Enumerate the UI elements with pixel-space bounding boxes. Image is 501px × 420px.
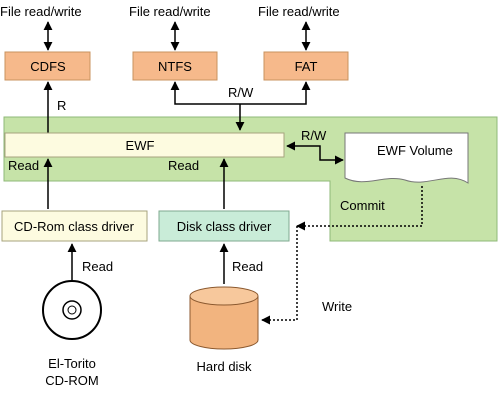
- disk-driver-box: [158, 210, 290, 242]
- cdrom-driver-box: [1, 210, 148, 242]
- commit-label: Commit: [340, 198, 385, 213]
- write-label: Write: [322, 299, 352, 314]
- cdfs-box: [4, 51, 91, 81]
- cdrom-driver-label: CD-Rom class driver: [14, 219, 135, 234]
- hard-disk-icon: [189, 286, 259, 350]
- cdfs-label: CDFS: [30, 59, 66, 74]
- ewf-volume-shape: [344, 132, 469, 184]
- write-dotted-line: [261, 226, 298, 325]
- ntfs-box: [132, 51, 218, 81]
- ewf-box: [4, 132, 285, 158]
- file-rw-label-2: File read/write: [129, 4, 211, 19]
- file-rw-label-3: File read/write: [258, 4, 340, 19]
- fat-label: FAT: [295, 59, 318, 74]
- file-rw-label-1: File read/write: [0, 4, 82, 19]
- read-left-label: Read: [8, 158, 39, 173]
- hard-disk-label: Hard disk: [197, 359, 252, 374]
- commit-dotted-line: [296, 186, 423, 231]
- ntfs-label: NTFS: [158, 59, 192, 74]
- rw-volume-label: R/W: [301, 128, 327, 143]
- rw-top-label: R/W: [228, 85, 254, 100]
- fat-box: [263, 51, 349, 81]
- r-label: R: [57, 98, 66, 113]
- cdrom-label-line2: CD-ROM: [45, 373, 98, 388]
- ewf-volume-label: EWF Volume: [377, 143, 453, 158]
- disk-driver-label: Disk class driver: [177, 219, 272, 234]
- read-middle-label: Read: [168, 158, 199, 173]
- ewf-label: EWF: [126, 138, 155, 153]
- read-disk-label: Read: [232, 259, 263, 274]
- rw-volume-connector: [286, 141, 344, 165]
- read-cd-label: Read: [82, 259, 113, 274]
- cdrom-disc-icon: [42, 280, 102, 340]
- cdrom-label-line1: El-Torito: [48, 356, 96, 371]
